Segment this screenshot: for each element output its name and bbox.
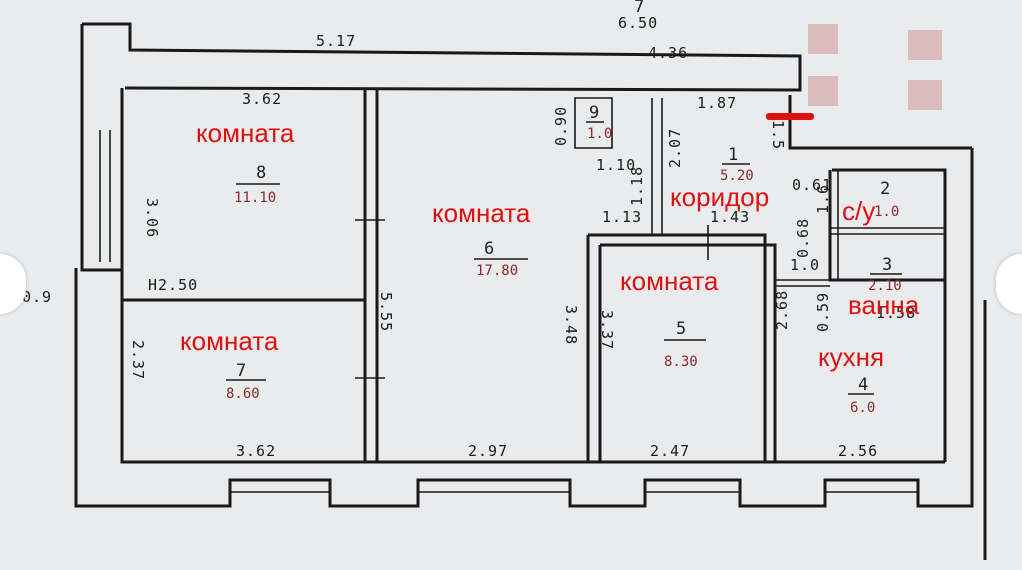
room1-area: 5.20 <box>720 168 754 184</box>
label-bath: ванна <box>848 290 920 320</box>
dim-4.36: 4.36 <box>648 44 688 62</box>
room4-num: 4 <box>858 375 868 395</box>
dim-3.37: 3.37 <box>598 310 616 350</box>
dim-0.90: 0.90 <box>552 106 570 146</box>
closet-9 <box>574 97 613 149</box>
top-area: 6.50 <box>618 14 658 32</box>
room5-area: 8.30 <box>664 354 698 370</box>
room3-area: 2.10 <box>868 278 902 294</box>
walls <box>74 22 987 560</box>
room8-num: 8 <box>256 163 266 183</box>
dim-1.5: 1.5 <box>769 120 787 150</box>
entrance-marker <box>766 113 814 120</box>
label-wc: с/у <box>842 196 875 226</box>
dim-0.59: 0.59 <box>814 292 832 332</box>
dim-2.56: 2.56 <box>838 442 878 460</box>
room8-area: 11.10 <box>234 190 276 206</box>
room9-area: 1.0 <box>587 126 612 142</box>
room-areas: 9 1.0 1 5.20 8 11.10 6 17.80 2 1.0 3 2.1… <box>226 103 902 416</box>
room-labels: комната комната коридор с/у комната ванн… <box>180 118 920 372</box>
room9-num: 9 <box>589 103 599 123</box>
dim-2.97: 2.97 <box>468 442 508 460</box>
dim-0.68: 0.68 <box>794 218 812 258</box>
room1-num: 1 <box>728 145 738 165</box>
dim-2.37: 2.37 <box>129 340 147 380</box>
dim-0.9: 0.9 <box>22 288 52 306</box>
room4-area: 6.0 <box>850 400 875 416</box>
dim-3.62-bottom: 3.62 <box>236 442 276 460</box>
dimensions: 5.17 4.36 3.62 1.87 0.90 3.06 1.10 2.07 … <box>22 0 916 460</box>
room6-num: 6 <box>484 239 494 259</box>
right-inner-wall <box>832 168 947 462</box>
dim-5.55: 5.55 <box>377 292 395 332</box>
dim-1.10: 1.10 <box>596 156 636 174</box>
room5-num: 5 <box>676 319 686 339</box>
stair-wall <box>788 95 972 150</box>
label-kitchen: кухня <box>818 342 884 372</box>
room3-num: 3 <box>882 255 892 275</box>
blurred-area <box>808 24 942 110</box>
room2-num: 2 <box>880 179 890 199</box>
outer-wall <box>74 148 974 508</box>
room7-area: 8.60 <box>226 386 260 402</box>
dim-1.13: 1.13 <box>602 208 642 226</box>
dim-1.6: 1.6 <box>814 184 832 214</box>
dim-3.62-top: 3.62 <box>242 90 282 108</box>
dim-3.06: 3.06 <box>143 198 161 238</box>
room2-area: 1.0 <box>874 204 899 220</box>
label-room6: комната <box>432 198 531 228</box>
room7-num: 7 <box>236 361 246 381</box>
upper-wall <box>82 22 802 92</box>
top-room-num: 7 <box>634 0 644 17</box>
dim-H2.50: H2.50 <box>148 276 198 294</box>
dim-2.07: 2.07 <box>666 128 684 168</box>
dim-1.0: 1.0 <box>790 256 820 274</box>
wall-5-corridor <box>588 233 767 462</box>
dim-0.61: 0.61 <box>792 176 832 194</box>
inner-perimeter-wall <box>120 88 945 464</box>
label-room5: комната <box>620 266 719 296</box>
dim-1.58: 1.58 <box>876 304 916 322</box>
dim-1.43: 1.43 <box>710 208 750 226</box>
corridor-wall <box>651 98 663 235</box>
dim-3.48: 3.48 <box>562 305 580 345</box>
dim-2.47: 2.47 <box>650 442 690 460</box>
room6-area: 17.80 <box>476 263 518 279</box>
dim-5.17: 5.17 <box>316 32 356 50</box>
label-corridor: коридор <box>670 182 769 212</box>
dim-1.87: 1.87 <box>697 94 737 112</box>
dim-1.18: 1.18 <box>628 166 646 206</box>
label-room8: комната <box>196 118 295 148</box>
label-room7: комната <box>180 326 279 356</box>
dim-2.68: 2.68 <box>773 290 791 330</box>
